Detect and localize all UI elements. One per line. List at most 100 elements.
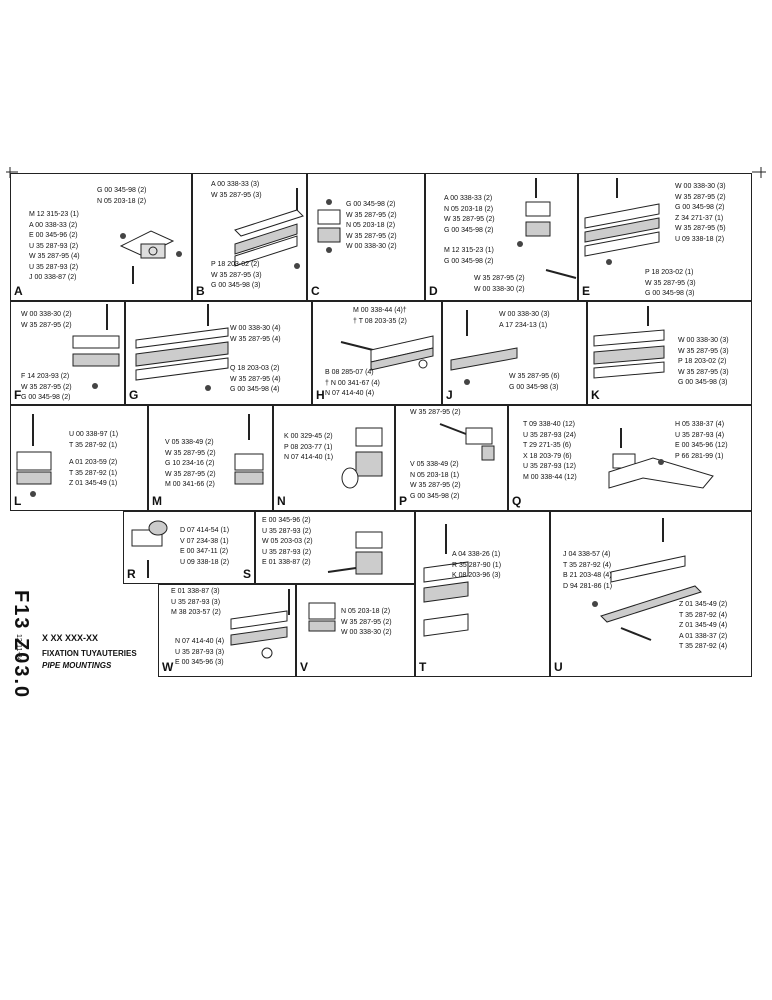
part-line: U 35 287-93 (12) bbox=[523, 463, 576, 470]
part-line: E 01 338-87 (3) bbox=[171, 588, 220, 595]
part-line: N 07 414-40 (4) bbox=[175, 638, 225, 645]
panel-R-illustration bbox=[131, 520, 168, 578]
part-line: W 35 287-95 (4) bbox=[230, 335, 281, 343]
panel-B: A 00 338-33 (3) W 35 287-95 (3) P 18 203… bbox=[192, 173, 307, 301]
panel-label: P bbox=[399, 494, 408, 508]
panel-label: T bbox=[419, 660, 427, 674]
part-line: N 05 203-18 (2) bbox=[341, 608, 391, 615]
part-line: W 00 338-30 (3) bbox=[678, 337, 729, 344]
panel-Q-illustration bbox=[608, 428, 714, 489]
panel-J-illustration bbox=[450, 310, 518, 385]
panel-label: W bbox=[162, 660, 174, 674]
part-line: P 18 203-02 (2) bbox=[211, 261, 260, 268]
part-line: W 35 287-95 (2) bbox=[346, 211, 397, 219]
part-line: W 35 287-95 (3) bbox=[645, 279, 696, 287]
panel-label: J bbox=[446, 388, 453, 402]
part-line: U 35 287-93 (24) bbox=[523, 431, 576, 439]
part-line: T 29 271-35 (6) bbox=[523, 442, 572, 449]
part-line: W 35 287-95 (4) bbox=[230, 375, 281, 383]
panel-J: W 00 338-30 (3) A 17 234-13 (1) W 35 287… bbox=[442, 301, 587, 405]
part-line: U 00 338-97 (1) bbox=[69, 431, 119, 438]
part-line: W 35 287-95 (2) bbox=[474, 275, 525, 282]
panel-N: K 00 329-45 (2) P 08 203-77 (1) N 07 414… bbox=[273, 405, 395, 511]
part-line: A 17 234-13 (1) bbox=[499, 321, 548, 329]
part-line: W 05 203-03 (2) bbox=[262, 538, 313, 545]
panel-D: A 00 338-33 (2) N 05 203-18 (2) W 35 287… bbox=[425, 173, 578, 301]
part-line: W 35 287-95 (2) bbox=[21, 383, 72, 391]
part-line: N 05 203-18 (2) bbox=[97, 197, 147, 205]
part-line: Z 01 345-49 (2) bbox=[679, 601, 728, 608]
part-line: V 05 338-49 (2) bbox=[410, 461, 459, 468]
part-line: T 35 287-92 (4) bbox=[563, 561, 612, 569]
part-line: W 00 338-30 (4) bbox=[230, 325, 281, 332]
panel-B-illustration bbox=[234, 188, 304, 269]
part-line: J 04 338-57 (4) bbox=[563, 551, 611, 558]
panel-H: M 00 338-44 (4)† † T 08 203-35 (2) B 08 … bbox=[312, 301, 442, 405]
part-line: W 00 338-30 (2) bbox=[346, 243, 397, 250]
part-line: R 35 287-90 (1) bbox=[452, 561, 502, 569]
panel-label: Q bbox=[512, 494, 522, 508]
part-line: W 35 287-95 (5) bbox=[675, 225, 726, 232]
panel-E: W 00 338-30 (3) W 35 287-95 (2) G 00 345… bbox=[578, 173, 752, 301]
panel-label: M bbox=[152, 494, 162, 508]
panel-G: W 00 338-30 (4) W 35 287-95 (4) Q 18 203… bbox=[125, 301, 312, 405]
part-line: W 00 338-30 (2) bbox=[21, 311, 72, 318]
part-line: W 35 287-95 (2) bbox=[165, 470, 216, 478]
part-line: M 00 338-44 (4)† bbox=[353, 307, 407, 314]
part-line: G 00 345-98 (2) bbox=[21, 394, 71, 401]
panel-label: S bbox=[242, 567, 251, 581]
part-line: W 35 287-95 (3) bbox=[211, 271, 262, 279]
panel-A-illustration bbox=[119, 230, 182, 284]
part-line: N 05 203-18 (2) bbox=[444, 205, 494, 213]
part-line: P 08 203-77 (1) bbox=[284, 443, 333, 451]
part-line: W 35 287-95 (2) bbox=[346, 232, 397, 240]
part-line: K 00 329-45 (2) bbox=[284, 433, 333, 440]
panel-S: E 00 345-96 (2) U 35 287-93 (2) W 05 203… bbox=[255, 511, 415, 584]
panel-label: E bbox=[582, 284, 591, 298]
title-fr: FIXATION TUYAUTERIES bbox=[42, 649, 137, 658]
panel-C: G 00 345-98 (2) W 35 287-95 (2) N 05 203… bbox=[307, 173, 425, 301]
part-line: E 00 347-11 (2) bbox=[180, 548, 229, 555]
part-line: G 00 345-98 (2) bbox=[346, 201, 396, 208]
part-line: G 00 345-98 (3) bbox=[678, 379, 728, 386]
panel-label: A bbox=[14, 284, 23, 298]
title-en: PIPE MOUNTINGS bbox=[42, 661, 112, 670]
panel-label: B bbox=[196, 284, 205, 298]
panel-L-illustration bbox=[16, 414, 52, 497]
panel-label: C bbox=[311, 284, 320, 298]
part-line: W 35 287-95 (3) bbox=[678, 368, 729, 376]
panel-L: U 00 338-97 (1) T 35 287-92 (1) A 01 203… bbox=[10, 405, 148, 511]
part-line: E 00 345-96 (12) bbox=[675, 442, 728, 449]
part-line: A 00 338-33 (2) bbox=[29, 221, 78, 229]
part-line: W 35 287-95 (3) bbox=[211, 191, 262, 199]
part-line: † N 00 341-67 (4) bbox=[325, 379, 380, 387]
panel-label: F bbox=[14, 388, 22, 402]
part-line: W 35 287-95 (2) bbox=[165, 449, 216, 457]
part-line: X 18 203-79 (6) bbox=[523, 452, 572, 460]
part-line: A 00 338-33 (2) bbox=[444, 195, 493, 202]
part-line: U 09 338-18 (2) bbox=[675, 235, 725, 243]
panel-S-illustration bbox=[327, 531, 383, 575]
part-line: M 12 315-23 (1) bbox=[444, 247, 494, 254]
panel-P-illustration bbox=[439, 423, 495, 461]
part-line: M 00 338-44 (12) bbox=[523, 473, 577, 481]
panel-R: D 07 414-54 (1) V 07 234-38 (1) E 00 347… bbox=[123, 511, 255, 584]
panel-label: V bbox=[300, 660, 309, 674]
part-line: U 35 287-93 (2) bbox=[29, 242, 79, 250]
part-line: T 35 287-92 (1) bbox=[69, 469, 118, 477]
panel-V-illustration bbox=[308, 602, 336, 632]
panel-M: V 05 338-49 (2) W 35 287-95 (2) G 10 234… bbox=[148, 405, 273, 511]
panel-label: N bbox=[277, 494, 286, 508]
part-line: W 35 287-95 (6) bbox=[509, 373, 560, 380]
part-line: A 00 338-33 (3) bbox=[211, 181, 260, 188]
part-line: W 00 338-30 (3) bbox=[499, 311, 550, 318]
part-line: N 05 203-18 (2) bbox=[346, 222, 396, 229]
part-line: W 35 287-95 (2) bbox=[341, 618, 392, 626]
panel-H-illustration bbox=[340, 335, 434, 371]
panel-T-illustration bbox=[423, 524, 469, 637]
panel-M-illustration bbox=[234, 414, 264, 485]
panel-G-illustration bbox=[135, 304, 229, 391]
part-line: T 35 287-92 (4) bbox=[679, 611, 728, 619]
panel-P: W 35 287-95 (2) V 05 338-49 (2) N 05 203… bbox=[395, 405, 508, 511]
